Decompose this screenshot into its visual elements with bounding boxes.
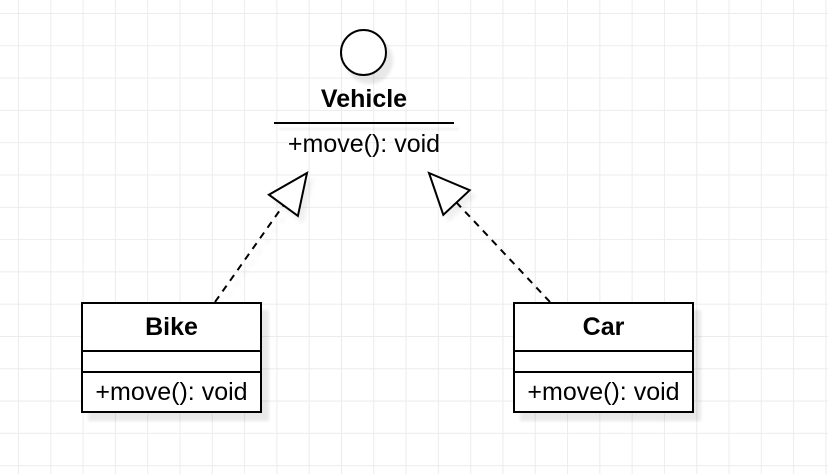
class-attributes <box>515 352 692 373</box>
class-name: Bike <box>83 304 260 352</box>
realization-edge-bike-vehicle[interactable] <box>214 171 309 303</box>
dashed-line <box>455 201 551 303</box>
class-attributes <box>83 352 260 373</box>
class-operations: +move(): void <box>527 377 680 406</box>
interface-name: Vehicle <box>320 85 408 113</box>
realization-edge-car-vehicle[interactable] <box>427 171 551 303</box>
dashed-line <box>214 204 285 303</box>
interface-operations: +move(): void <box>287 130 441 158</box>
interface-divider <box>274 122 454 124</box>
class-operations: +move(): void <box>95 377 248 406</box>
open-triangle-arrowhead-icon <box>427 171 472 217</box>
open-triangle-arrowhead-icon <box>267 171 309 218</box>
circle-icon <box>340 29 387 76</box>
class-bike[interactable]: Bike +move(): void <box>81 302 262 413</box>
class-car[interactable]: Car +move(): void <box>513 302 694 413</box>
class-name: Car <box>515 304 692 352</box>
